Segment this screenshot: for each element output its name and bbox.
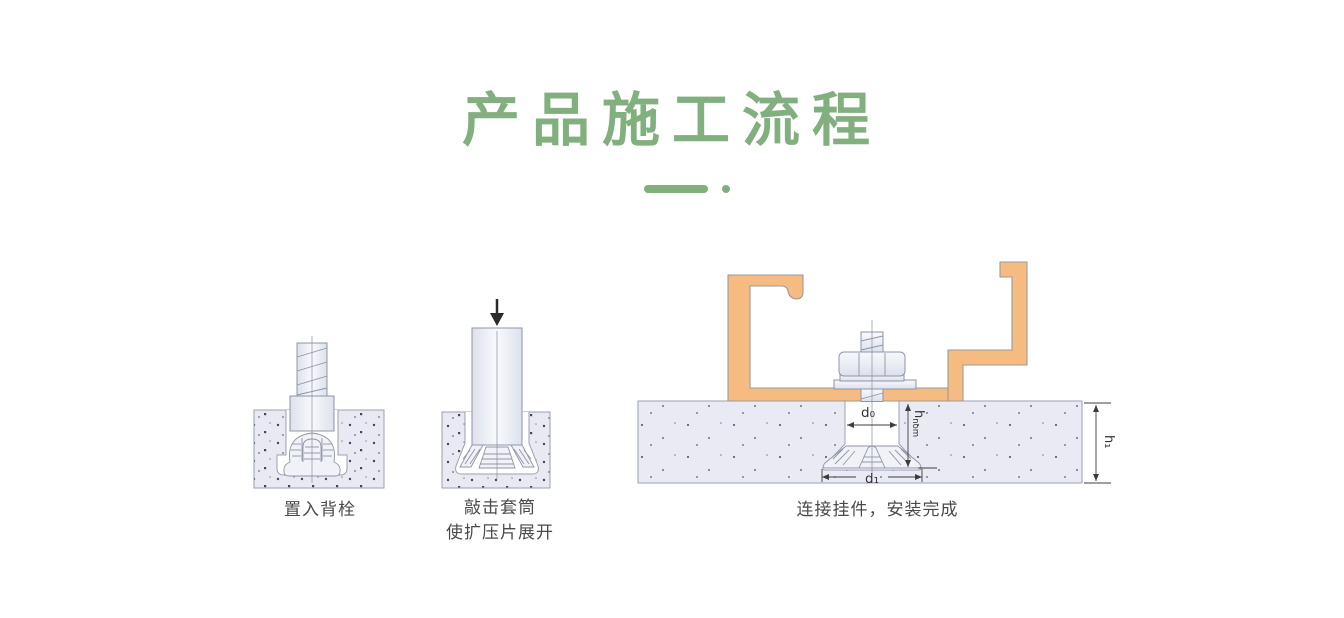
svg-text:hnom: hnom <box>910 410 926 437</box>
svg-text:d₁: d₁ <box>865 471 879 487</box>
step-caption: 连接挂件，安装完成 <box>796 500 959 519</box>
divider-dot <box>722 185 730 193</box>
divider-bar <box>644 185 708 193</box>
diagram-insert-anchor <box>253 336 385 489</box>
page-title: 产品施工流程 <box>461 88 882 153</box>
step-caption: 敲击套筒 使扩压片展开 <box>446 498 554 542</box>
diagram-final-assembly: d₀ d₁ hnom <box>637 261 1116 487</box>
c-channel-bracket <box>727 274 949 402</box>
expanded-wings <box>459 444 535 469</box>
step-caption: 置入背栓 <box>284 500 356 519</box>
diagram-hammer-sleeve <box>441 299 551 489</box>
step-figure-3: d₀ d₁ hnom <box>635 258 1120 523</box>
down-arrow-icon <box>490 299 504 326</box>
svg-text:d₀: d₀ <box>861 405 875 421</box>
dimension-d1: d₁ <box>821 469 923 487</box>
step-figure-2: 敲击套筒 使扩压片展开 <box>420 295 580 545</box>
dimension-h-nom: hnom <box>905 404 937 469</box>
dimension-h1: h₁ <box>1084 402 1116 484</box>
stepped-hanger-bracket <box>947 261 1028 402</box>
svg-text:h₁: h₁ <box>1101 435 1116 448</box>
step-figure-1: 置入背栓 <box>250 330 390 523</box>
dimension-d0: d₀ <box>847 405 897 428</box>
title-divider <box>0 185 1344 193</box>
